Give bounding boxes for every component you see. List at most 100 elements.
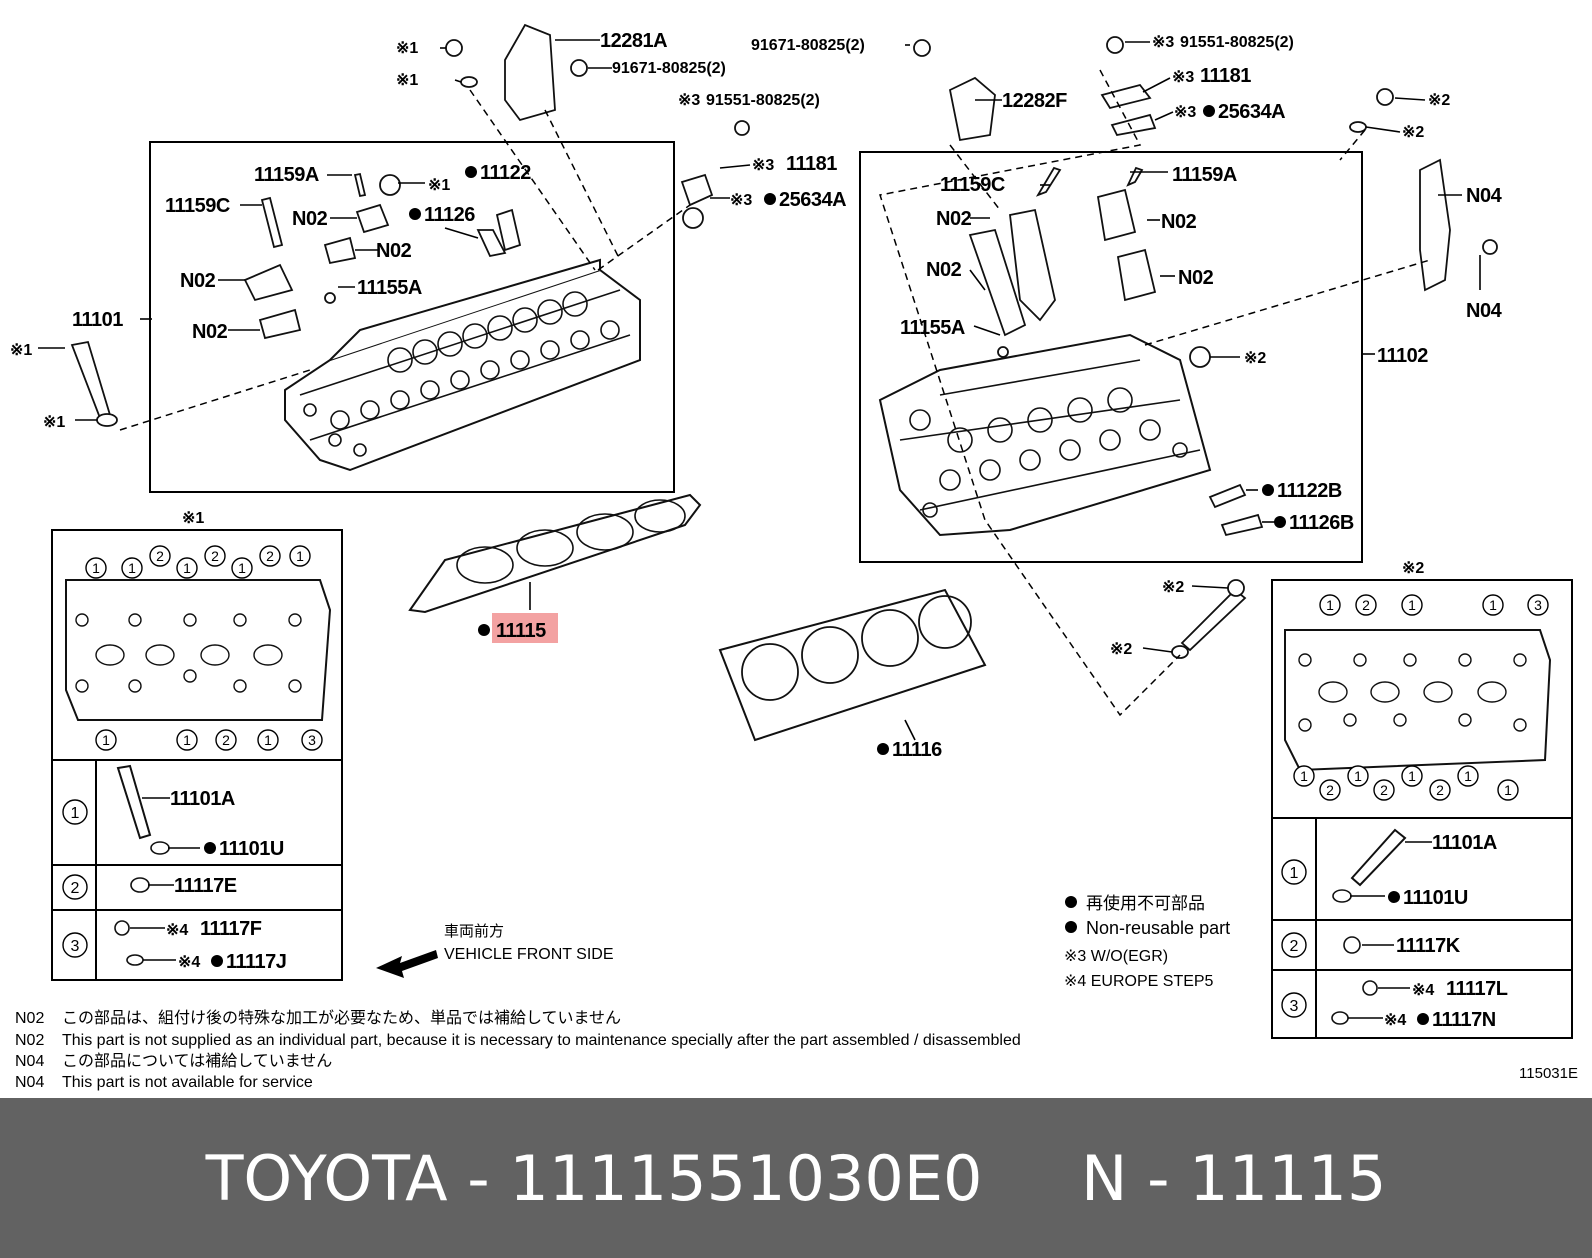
label-91551-left[interactable]: 91551-80825(2) [706, 92, 820, 109]
note-x1-c: ※1 [428, 177, 450, 194]
label-11126[interactable]: 11126 [424, 204, 476, 226]
right-head-box [859, 151, 1363, 563]
note-x3-c: ※3 [1172, 69, 1194, 86]
label-N02-c[interactable]: N02 [180, 270, 216, 292]
right-row3-11117L[interactable]: 11117L [1446, 978, 1508, 1000]
part-number-footer: TOYOTA - 1111551030E0 N - 11115 [0, 1098, 1592, 1258]
label-N02-f[interactable]: N02 [1161, 211, 1197, 233]
circle-num-3: 3 [1534, 597, 1542, 613]
label-11181-right[interactable]: 11181 [1200, 65, 1252, 87]
label-11155A-left[interactable]: 11155A [357, 277, 422, 299]
diagram-id: 115031E [1519, 1065, 1578, 1082]
row-num-3: 3 [1290, 998, 1299, 1015]
parts-diagram: 12281A 91671-80825(2) 91671-80825(2) ※1 … [10, 23, 1578, 1091]
note-code: N02 [15, 1010, 44, 1027]
note-x4-d: ※4 [1384, 1012, 1406, 1029]
circle-num-2: 2 [1326, 782, 1334, 798]
gasket-11115 [408, 493, 702, 614]
row-num-1: 1 [71, 805, 80, 822]
note-code: N02 [15, 1032, 44, 1049]
right-detail-table: ※2 1 2 1 1 3 1 2 1 [1271, 560, 1573, 1039]
label-11155A-right[interactable]: 11155A [900, 317, 965, 339]
non-reusable-dot [465, 166, 477, 178]
circle-num-1: 1 [1504, 782, 1512, 798]
note-x2-c: ※2 [1244, 350, 1266, 367]
circle-num-2: 2 [211, 548, 219, 564]
label-91551-right[interactable]: 91551-80825(2) [1180, 34, 1294, 51]
non-reusable-dot [877, 743, 889, 755]
circle-num-2: 2 [222, 732, 230, 748]
note-x4-a: ※4 [166, 922, 188, 939]
right-row1-11101A[interactable]: 11101A [1432, 832, 1497, 854]
note-x3-a: ※3 [678, 92, 700, 109]
legend-nonreuse-jp: 再使用不可部品 [1086, 893, 1205, 913]
left-row3-11117F[interactable]: 11117F [200, 918, 262, 940]
highlight-11115 [492, 613, 558, 643]
label-11159C-right[interactable]: 11159C [940, 174, 1005, 196]
left-row3-11117J[interactable]: 11117J [226, 951, 287, 973]
label-N04-b[interactable]: N04 [1466, 300, 1503, 322]
label-91671-top[interactable]: 91671-80825(2) [751, 37, 865, 54]
circle-num-1: 1 [102, 732, 110, 748]
non-reusable-dot [211, 955, 223, 967]
label-11159A-left[interactable]: 11159A [254, 164, 319, 186]
label-N02-b[interactable]: N02 [376, 240, 412, 262]
legend: 再使用不可部品 Non-reusable part ※3 W/O(EGR) ※4… [1064, 893, 1230, 990]
label-N02-d[interactable]: N02 [192, 321, 228, 343]
right-cylinder-head [878, 333, 1212, 537]
label-12281A[interactable]: 12281A [600, 30, 668, 52]
label-12282F[interactable]: 12282F [1002, 90, 1068, 112]
left-row1-11101A[interactable]: 11101A [170, 788, 235, 810]
row-num-3: 3 [71, 938, 80, 955]
note-text: この部品は、組付け後の特殊な加工が必要なため、単品では補給していません [62, 1009, 621, 1027]
non-reusable-dot [1388, 891, 1400, 903]
label-N02-h[interactable]: N02 [1178, 267, 1214, 289]
note-text: この部品については補給していません [62, 1052, 332, 1070]
circle-num-2: 2 [156, 548, 164, 564]
small-parts [70, 23, 1498, 659]
label-25634A-right[interactable]: 25634A [1218, 101, 1286, 123]
circle-num-2: 2 [1380, 782, 1388, 798]
note-x4-b: ※4 [178, 954, 200, 971]
right-row3-11117N[interactable]: 11117N [1432, 1009, 1496, 1031]
note-x2-d: ※2 [1162, 579, 1184, 596]
label-25634A-left[interactable]: 25634A [779, 189, 847, 211]
row-num-2: 2 [1290, 938, 1299, 955]
label-11181-left[interactable]: 11181 [786, 153, 838, 175]
dashed-lines [119, 69, 1431, 717]
label-N02-a[interactable]: N02 [292, 208, 328, 230]
circle-num-1: 1 [264, 732, 272, 748]
right-table-caption: ※2 [1402, 560, 1424, 577]
label-N04-a[interactable]: N04 [1466, 185, 1503, 207]
circle-num-3: 3 [308, 732, 316, 748]
label-N02-g[interactable]: N02 [926, 259, 962, 281]
label-11159A-right[interactable]: 11159A [1172, 164, 1237, 186]
label-11102[interactable]: 11102 [1377, 345, 1429, 367]
row-num-1: 1 [1290, 865, 1299, 882]
left-row1-11101U[interactable]: 11101U [219, 838, 284, 860]
note-x3-e: ※3 [752, 157, 774, 174]
label-N02-e[interactable]: N02 [936, 208, 972, 230]
label-11116[interactable]: 11116 [892, 739, 943, 761]
label-11122[interactable]: 11122 [480, 162, 532, 184]
non-reusable-dot [478, 624, 490, 636]
right-row2-11117K[interactable]: 11117K [1396, 935, 1461, 957]
leader-lines [38, 39, 1481, 741]
label-11126B[interactable]: 11126B [1289, 512, 1354, 534]
circle-num-1: 1 [1464, 768, 1472, 784]
label-91671-right-of-bracket[interactable]: 91671-80825(2) [612, 60, 726, 77]
vehicle-front-en: VEHICLE FRONT SIDE [444, 946, 614, 963]
non-reusable-dot [409, 208, 421, 220]
label-11101[interactable]: 11101 [72, 309, 124, 331]
label-11122B[interactable]: 11122B [1277, 480, 1342, 502]
left-row2-11117E[interactable]: 11117E [174, 875, 237, 897]
circle-num-2: 2 [266, 548, 274, 564]
right-row1-11101U[interactable]: 11101U [1403, 887, 1468, 909]
label-11115[interactable]: 11115 [496, 620, 547, 642]
circle-num-1: 1 [296, 548, 304, 564]
circle-num-1: 1 [1300, 768, 1308, 784]
label-11159C-left[interactable]: 11159C [165, 195, 230, 217]
legend-dot [1065, 921, 1077, 933]
footnotes: N02 この部品は、組付け後の特殊な加工が必要なため、単品では補給していません … [15, 1009, 1021, 1091]
note-x1-d: ※1 [10, 342, 32, 359]
